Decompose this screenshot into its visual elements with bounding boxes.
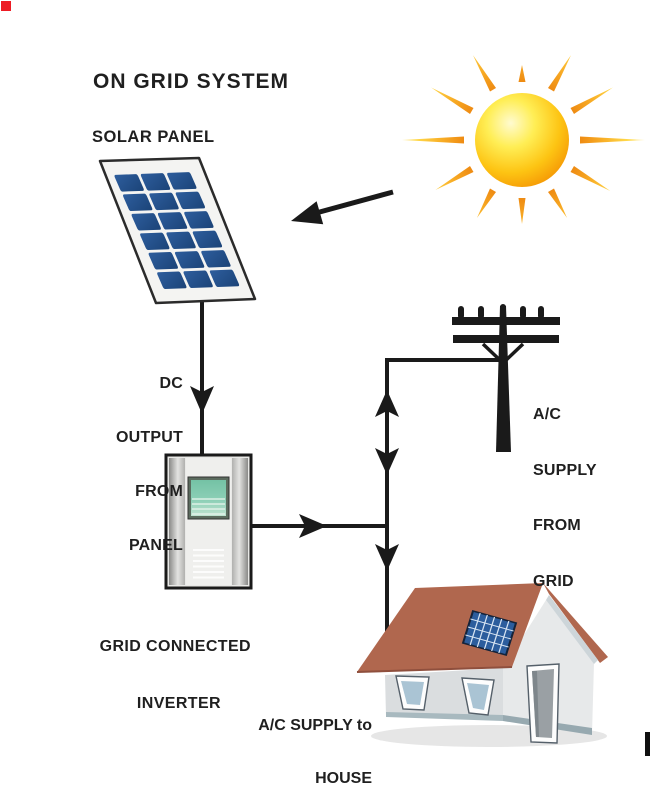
- solar-cell: [149, 192, 179, 211]
- sun-ray: [477, 188, 496, 218]
- solar-cell: [148, 252, 178, 270]
- sun-ray: [548, 55, 571, 92]
- dc-output-line: FROM: [135, 483, 183, 500]
- solar-cell: [140, 173, 171, 191]
- sun-ray: [402, 136, 464, 144]
- house-supply-label: A/C SUPPLY to HOUSE: [230, 682, 372, 792]
- dc-output-line: OUTPUT: [116, 429, 183, 446]
- pole-crossarm: [453, 335, 559, 343]
- sun-ray: [570, 87, 613, 114]
- pole-insulator: [538, 306, 544, 319]
- down-arrow-icon: [375, 448, 399, 475]
- house-window: [395, 675, 430, 711]
- house-base-strip: [386, 712, 503, 721]
- pole-braces: [481, 342, 525, 365]
- inverter-vents: [193, 549, 224, 579]
- house-supply-line: A/C SUPPLY to: [258, 717, 372, 734]
- sun-ray: [518, 198, 526, 224]
- dc-output-label: DC OUTPUT FROM PANEL: [60, 339, 183, 573]
- solar-cell: [166, 231, 196, 250]
- inverter-right-strip: [232, 458, 248, 585]
- solar-cell: [183, 270, 213, 289]
- grid-supply-line: FROM: [533, 517, 581, 534]
- sun-ray: [435, 166, 474, 190]
- pole-insulator: [520, 306, 526, 319]
- inverter-label: GRID CONNECTED INVERTER: [78, 599, 251, 732]
- page-title: ON GRID SYSTEM: [93, 70, 290, 93]
- sun-ray: [431, 87, 474, 114]
- inverter-left-strip: [169, 458, 185, 585]
- roof-solar-panel-icon: [461, 610, 518, 656]
- grid-supply-label: A/C SUPPLY FROM GRID: [533, 369, 597, 610]
- sun-icon: [402, 55, 645, 224]
- solar-cell: [140, 232, 170, 251]
- sun-to-panel-arrow-icon: [291, 189, 394, 225]
- sun-core: [475, 93, 569, 187]
- up-arrow-icon: [375, 390, 399, 417]
- red-corner-mark: [1, 1, 11, 11]
- solar-cell: [174, 251, 205, 269]
- house-window: [461, 677, 495, 716]
- eave-line: [356, 666, 513, 673]
- solar-cell: [167, 172, 197, 190]
- dc-output-line: DC: [159, 375, 183, 392]
- roof-grid-line: [465, 634, 509, 648]
- roof-fascia: [546, 595, 598, 664]
- roof-grid-line: [470, 618, 514, 632]
- pole-insulator: [500, 304, 506, 319]
- house-roof-edge: [543, 583, 608, 663]
- solar-panel-icon: [98, 156, 257, 305]
- inverter-screen: [187, 476, 230, 520]
- pole-crossarm: [452, 317, 560, 325]
- inverter-icon: [164, 453, 253, 590]
- roof-grid-line: [467, 626, 512, 640]
- utility-pole-icon: [452, 304, 560, 452]
- solar-cell: [114, 174, 144, 192]
- house-door: [526, 663, 560, 744]
- house-icon: [356, 583, 608, 747]
- house-supply-line: HOUSE: [315, 769, 372, 787]
- pole-insulator: [478, 306, 484, 319]
- roof-panel-grid: [465, 612, 514, 654]
- solar-cell: [157, 271, 187, 289]
- solar-cell: [201, 250, 231, 268]
- inverter-label-line: GRID CONNECTED: [99, 638, 251, 655]
- right-arrow-icon: [299, 514, 327, 538]
- sun-ray: [548, 188, 567, 218]
- flow-arrows: [190, 386, 399, 571]
- solar-cell: [175, 191, 205, 210]
- sun-ray: [580, 136, 645, 144]
- grid-supply-line: A/C: [533, 406, 562, 423]
- solar-cell: [209, 269, 240, 288]
- solar-cell: [123, 193, 153, 212]
- solar-panel-label: SOLAR PANEL: [92, 128, 215, 146]
- panel-cells: [114, 172, 240, 289]
- solar-cell: [131, 213, 161, 231]
- cursor-bar-mark: [645, 732, 650, 756]
- sun-ray: [473, 55, 496, 92]
- dc-output-line: PANEL: [128, 537, 183, 554]
- down-arrow-icon: [375, 544, 399, 571]
- solar-cell: [192, 230, 223, 249]
- grid-supply-line: SUPPLY: [533, 461, 597, 479]
- grid-supply-line: GRID: [533, 572, 574, 590]
- down-arrow-icon: [190, 386, 214, 414]
- sun-ray: [570, 166, 611, 191]
- sun-ray: [518, 65, 526, 82]
- solar-cell: [184, 211, 214, 229]
- inverter-label-line: INVERTER: [136, 695, 221, 712]
- solar-cell: [157, 212, 188, 230]
- pole-insulator: [458, 306, 464, 319]
- sun-rays: [402, 55, 645, 224]
- pole-trunk: [496, 306, 511, 452]
